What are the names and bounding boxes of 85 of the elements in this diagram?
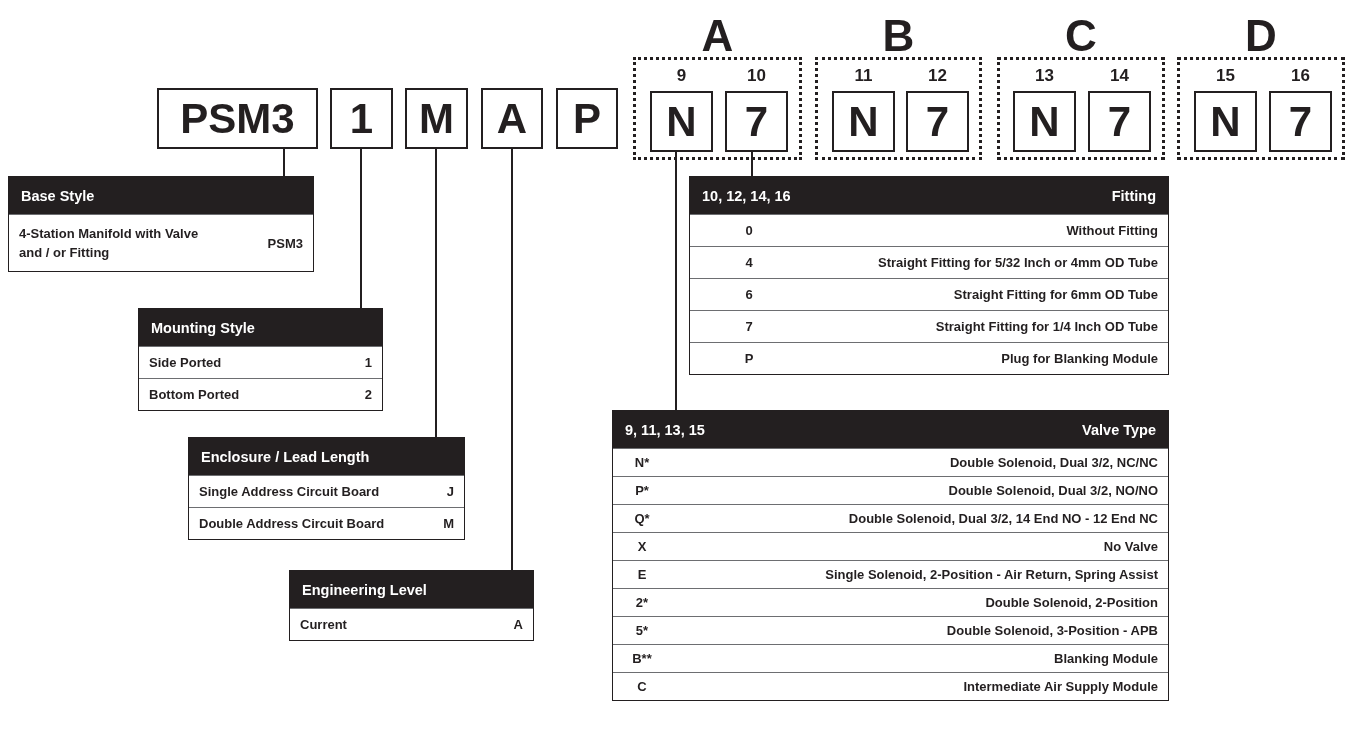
header-text: 9, 11, 13, 15 — [625, 421, 705, 438]
header-text: Enclosure / Lead Length — [201, 448, 370, 465]
option-text: Side Ported — [149, 353, 223, 372]
option-code: Plug for Blanking Module — [1001, 351, 1158, 366]
code-box: N — [832, 91, 895, 152]
option-code: 1 — [364, 355, 372, 370]
option-code: Straight Fitting for 1/4 Inch OD Tube — [935, 319, 1158, 334]
group-letter: C — [1064, 14, 1098, 58]
option-code: PSM3 — [267, 235, 303, 251]
code-box: N — [1013, 91, 1076, 152]
position-number: 11 — [853, 67, 874, 84]
connector-line — [675, 151, 677, 411]
connector-line — [360, 148, 362, 309]
option-code: M — [443, 516, 454, 531]
position-number: 14 — [1109, 67, 1130, 84]
code-box: M — [405, 88, 468, 149]
option-code: Blanking Module — [1054, 651, 1158, 666]
option-text: Q* — [633, 511, 651, 526]
code-box: P — [556, 88, 618, 149]
option-table — [188, 437, 465, 540]
option-text: P* — [634, 483, 650, 498]
option-text: P — [743, 351, 755, 366]
option-text: Double Address Circuit Board — [199, 514, 386, 533]
header-text: Base Style — [21, 187, 95, 204]
position-number: 15 — [1215, 67, 1236, 84]
code-box: 1 — [330, 88, 393, 149]
option-text: Current — [300, 615, 348, 634]
code-box: A — [481, 88, 543, 149]
header-text: Fitting — [1111, 187, 1156, 204]
code-box: PSM3 — [157, 88, 318, 149]
option-code: Single Solenoid, 2-Position - Air Return, Spring Assist — [825, 567, 1158, 582]
option-code: Straight Fitting for 6mm OD Tube — [953, 287, 1158, 302]
position-number: 13 — [1034, 67, 1055, 84]
option-code: Double Solenoid, Dual 3/2, NC/NC — [949, 455, 1158, 470]
option-text: Bottom Ported — [149, 385, 241, 404]
option-code: 2 — [364, 387, 372, 402]
option-code: Double Solenoid, Dual 3/2, 14 End NO - 12 End NC — [848, 511, 1158, 526]
position-number: 10 — [746, 67, 767, 84]
option-text: E — [636, 567, 648, 582]
group-letter: A — [700, 14, 735, 58]
connector-line — [751, 151, 753, 177]
code-box: 7 — [906, 91, 969, 152]
position-number: 12 — [927, 67, 948, 84]
code-box: N — [650, 91, 713, 152]
option-code: J — [446, 484, 454, 499]
option-table — [8, 176, 314, 272]
position-number: 9 — [675, 67, 688, 84]
option-table — [689, 176, 1169, 375]
code-box: 7 — [1269, 91, 1332, 152]
option-code: No Valve — [1103, 539, 1158, 554]
code-box: 7 — [725, 91, 788, 152]
option-code: Without Fitting — [1066, 223, 1158, 238]
code-box: N — [1194, 91, 1257, 152]
option-text: 0 — [744, 223, 754, 238]
position-number: 16 — [1290, 67, 1311, 84]
header-text: Engineering Level — [302, 581, 427, 598]
option-text: C — [636, 679, 648, 694]
connector-line — [511, 148, 513, 571]
option-text: 5* — [634, 623, 650, 638]
option-text: 6 — [744, 287, 754, 302]
connector-line — [435, 148, 437, 438]
option-text: 4-Station Manifold with Valve and / or Fitting — [19, 224, 200, 262]
option-text: 4 — [744, 255, 754, 270]
connector-line — [283, 148, 285, 177]
group-letter: D — [1244, 14, 1278, 58]
option-text: N* — [633, 455, 651, 470]
option-code: Intermediate Air Supply Module — [963, 679, 1158, 694]
option-text: B** — [631, 651, 653, 666]
option-text: 2* — [634, 595, 650, 610]
header-text: Valve Type — [1082, 421, 1156, 438]
code-box: 7 — [1088, 91, 1151, 152]
option-code: Double Solenoid, 2-Position — [985, 595, 1158, 610]
option-text: Single Address Circuit Board — [199, 482, 381, 501]
option-code: A — [513, 617, 523, 632]
option-code: Double Solenoid, 3-Position - APB — [946, 623, 1158, 638]
option-table — [289, 570, 534, 641]
option-table — [138, 308, 383, 411]
group-letter: B — [881, 14, 916, 58]
header-text: Mounting Style — [151, 319, 255, 336]
option-text: 7 — [744, 319, 754, 334]
option-table — [612, 410, 1169, 701]
option-code: Straight Fitting for 5/32 Inch or 4mm OD Tube — [878, 255, 1158, 270]
header-text: 10, 12, 14, 16 — [702, 187, 791, 204]
option-text: X — [636, 539, 648, 554]
option-code: Double Solenoid, Dual 3/2, NO/NO — [948, 483, 1158, 498]
